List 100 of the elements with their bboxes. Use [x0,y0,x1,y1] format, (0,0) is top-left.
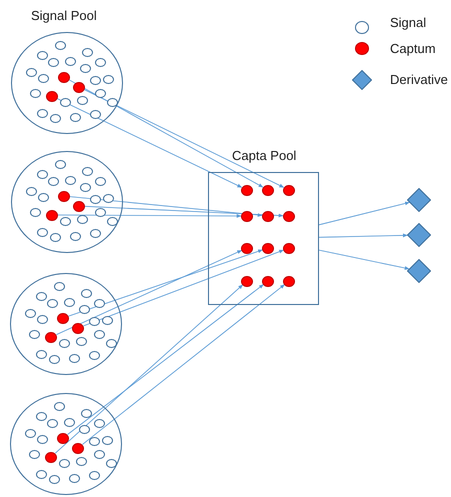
signal-circle [64,56,76,66]
signal-circle [36,228,48,236]
captum-dot [72,442,84,454]
signal-circle [102,74,114,84]
signal-circle [50,232,60,242]
signal-circle [78,424,90,434]
captum-dot [46,90,58,102]
signal-circle [106,458,116,468]
captum-dot [58,72,70,82]
captum-dot [241,276,253,286]
signal-circle [58,458,70,468]
signal-circle [90,76,100,84]
signal-circle [64,418,74,426]
signal-circle [88,350,100,360]
signal-circle [90,228,100,238]
captum-dot [57,312,69,324]
arrow [68,249,263,316]
signal-circle [94,450,104,458]
arrow [318,233,408,238]
signal-circle [102,194,114,202]
captum-dot [45,332,57,342]
signal-circle [48,58,58,66]
signal-circle [36,434,48,444]
signal-circle [54,402,64,410]
signal-circle [106,338,116,348]
signal-circle [68,474,80,482]
captum-dot [73,82,85,92]
signal-circle [60,98,70,106]
signal-circle [24,428,36,438]
signal-circle [76,96,88,104]
signal-circle [30,88,40,98]
signal-circle [48,176,58,186]
signal-circle [70,112,80,122]
signal-circle [88,470,100,480]
captum-dot [45,452,57,462]
arrow [318,250,410,270]
signal-circle [26,186,36,196]
arrow [84,89,284,188]
signal-circle [64,176,76,184]
signal-circle [76,336,86,346]
signal-circle [80,408,92,418]
signal-circle [46,298,58,308]
captum-dot [262,184,274,196]
derivative-diamond [407,259,431,283]
signal-circle [28,450,40,458]
legend-label: Signal [390,14,426,30]
pool-title: Capta Pool [232,148,296,163]
signal-circle [36,412,46,420]
signal-circle [94,418,104,428]
captum-dot [241,184,253,196]
signal-circle [94,176,106,186]
signal-circle [70,232,80,240]
captum-dot [57,432,69,444]
pool-title: Signal Pool [31,8,97,23]
signal-circle [80,288,92,298]
signal-circle [38,192,48,202]
captum-dot [262,210,274,222]
signal-circle [94,298,104,308]
arrow [54,284,244,454]
signal-circle [106,98,118,106]
signal-circle [36,170,48,178]
arrow [82,284,285,445]
arrow [84,206,284,218]
signal-circle [82,48,92,56]
signal-circle [80,182,90,192]
signal-circle [88,436,100,446]
captum-dot [262,276,274,286]
signal-circle [60,216,70,226]
captum-dot [283,276,295,286]
signal-circle [36,292,46,300]
arrow [56,98,242,188]
captum-dot [283,242,295,254]
signal-circle [68,354,80,362]
signal-circle [64,298,74,306]
signal-circle [90,194,100,204]
captum-dot [241,210,253,222]
signal-circle [36,50,48,60]
captum-dot [241,242,253,254]
signal-circle [54,282,64,290]
signal-circle [88,316,100,326]
signal-circle [48,474,60,484]
legend-label: Captum [390,40,436,56]
captum-dot [283,184,295,196]
signal-circle [94,330,104,338]
signal-circle [26,68,36,76]
arrow [58,214,242,218]
signal-circle [36,350,46,358]
arrow [67,284,264,435]
signal-circle [54,160,66,168]
arrow [318,202,410,226]
signal-circle [94,58,106,66]
signal-circle [78,304,90,314]
signal-circle [90,110,100,118]
arrow [83,250,284,326]
signal-circle [24,308,36,318]
derivative-diamond [407,188,431,212]
signal-circle [48,354,60,364]
captum-dot [262,242,274,254]
arrow [70,196,262,217]
signal-circle [82,166,92,176]
